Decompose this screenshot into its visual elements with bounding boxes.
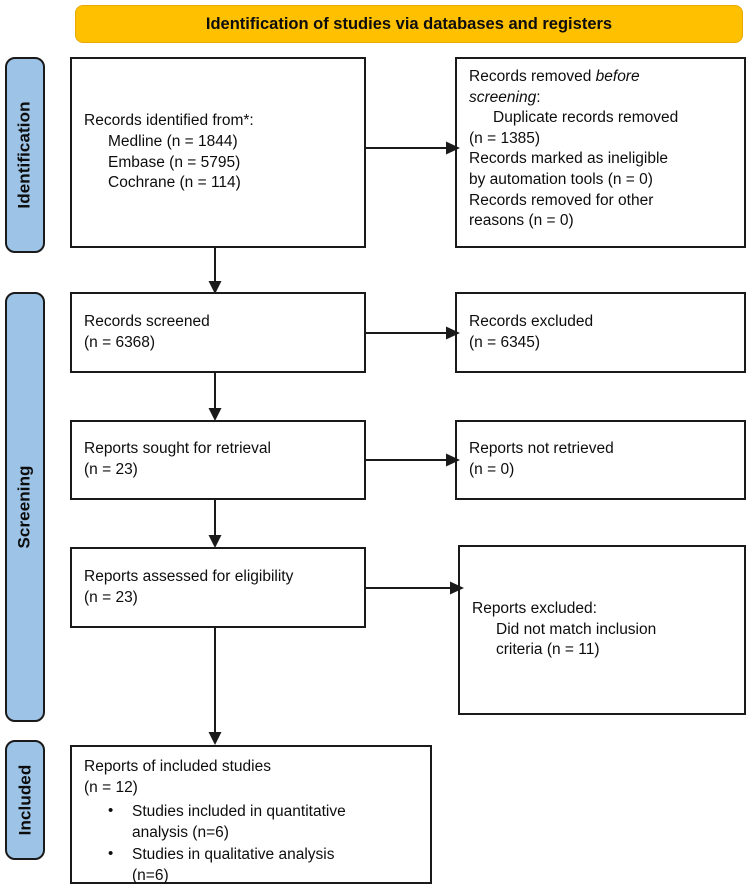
box-records-screened-line-1: Records screened [84, 312, 210, 330]
box-reports-included-bullet-list: Studies included in quantitative analysi… [84, 801, 418, 886]
box-reports-assessed: Reports assessed for eligibility (n = 23… [70, 547, 366, 628]
arrow-screened-to-sought [200, 372, 230, 422]
arrow-identified-to-screened [200, 247, 230, 295]
box-records-excluded-line-1: Records excluded [469, 312, 594, 330]
box-records-excluded-line-2: (n = 6345) [469, 333, 541, 351]
list-item: Studies in qualitative analysis (n=6) [108, 844, 418, 886]
arrow-assessed-to-reports-excluded [365, 578, 465, 598]
box-records-excluded: Records excluded (n = 6345) [455, 292, 746, 373]
arrow-sought-to-assessed [200, 499, 230, 549]
arrow-assessed-to-included [200, 627, 230, 747]
box-records-removed: Records removed before screening: Duplic… [455, 57, 746, 248]
arrow-sought-to-not-retrieved [365, 450, 461, 470]
box-records-screened: Records screened (n = 6368) [70, 292, 366, 373]
box-records-removed-line-1-text: Records removed [469, 68, 596, 85]
box-records-removed-line-2-text: : [536, 88, 541, 106]
box-reports-excluded-line-1: Reports excluded: [472, 600, 597, 618]
header-banner: Identification of studies via databases … [75, 5, 743, 43]
phase-label-screening: Screening [15, 465, 35, 549]
box-reports-excluded: Reports excluded: Did not match inclusio… [458, 545, 746, 715]
box-reports-not-retrieved-line-1: Reports not retrieved [469, 440, 614, 458]
box-reports-sought-line-1: Reports sought for retrieval [84, 440, 271, 458]
box-records-identified-line-4: Cochrane (n = 114) [108, 174, 241, 192]
box-records-removed-line-6: by automation tools (n = 0) [469, 171, 653, 189]
phase-label-identification: Identification [15, 101, 34, 209]
list-item: Studies included in quantitative analysi… [108, 801, 418, 843]
arrow-screened-to-records-excluded [365, 323, 461, 343]
phase-bar-identification: Identification [5, 57, 45, 253]
phase-label-included: Included [15, 764, 35, 836]
box-reports-excluded-line-3: criteria (n = 11) [496, 641, 600, 659]
box-records-removed-line-1-emphasis: before [595, 68, 640, 85]
box-reports-included: Reports of included studies (n = 12) Stu… [70, 745, 432, 884]
box-reports-not-retrieved-line-2: (n = 0) [469, 461, 515, 478]
box-records-removed-line-1: Records removed before [469, 67, 732, 88]
box-records-identified-line-1: Records identified from*: [84, 112, 254, 130]
box-reports-not-retrieved: Reports not retrieved (n = 0) [455, 420, 746, 500]
box-records-identified-line-2: Medline (n = 1844) [108, 132, 238, 150]
box-reports-sought-line-2: (n = 23) [84, 461, 138, 478]
header-banner-label: Identification of studies via databases … [205, 14, 613, 33]
box-reports-sought: Reports sought for retrieval (n = 23) [70, 420, 366, 500]
arrow-identified-to-removed [365, 138, 461, 158]
box-reports-assessed-line-1: Reports assessed for eligibility [84, 567, 294, 585]
box-records-removed-line-8: reasons (n = 0) [469, 212, 574, 230]
box-records-removed-line-3: Duplicate records removed [493, 109, 679, 127]
box-records-removed-line-4: (n = 1385) [469, 129, 541, 147]
box-reports-included-line-1: Reports of included studies [84, 758, 271, 775]
box-records-removed-line-7: Records removed for other [469, 191, 654, 209]
box-reports-assessed-line-2: (n = 23) [84, 588, 138, 606]
box-records-removed-line-5: Records marked as ineligible [469, 150, 669, 168]
phase-bar-included: Included [5, 740, 45, 860]
box-records-screened-line-2: (n = 6368) [84, 333, 156, 351]
box-records-identified: Records identified from*: Medline (n = 1… [70, 57, 366, 248]
phase-bar-screening: Screening [5, 292, 45, 722]
box-records-removed-line-2: screening: [469, 88, 732, 109]
box-reports-excluded-line-2: Did not match inclusion [496, 620, 657, 638]
box-records-removed-line-2-emphasis: screening [469, 88, 537, 106]
box-records-identified-line-3: Embase (n = 5795) [108, 153, 241, 171]
box-reports-included-line-2: (n = 12) [84, 778, 138, 796]
